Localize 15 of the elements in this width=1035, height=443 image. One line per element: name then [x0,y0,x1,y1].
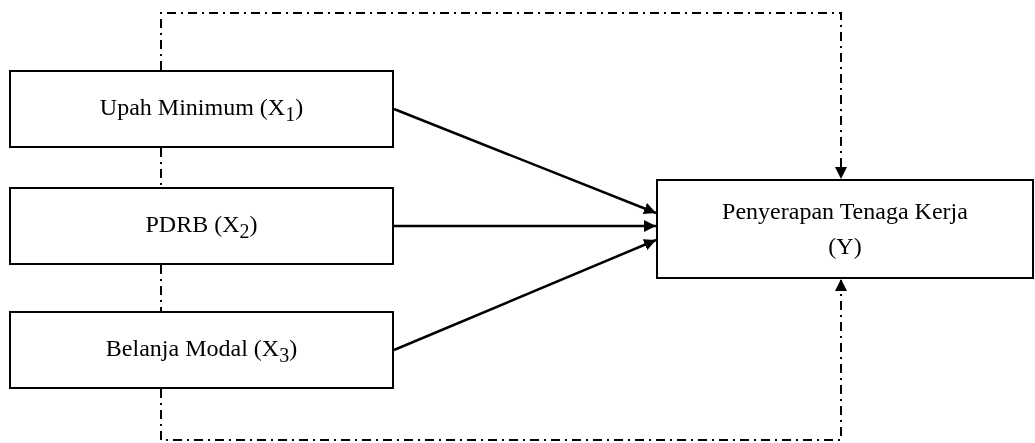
variable-box [9,311,394,389]
variable-label: PDRB (X$_{2}$) [145,209,258,244]
variable-label: Penyerapan Tenaga Kerja (Y) [721,197,969,261]
arrow [394,220,656,232]
variable-label: Belanja Modal (X$_{3}$) [105,333,298,368]
arrow [393,107,657,215]
arrow [160,278,847,441]
variable-box [9,70,394,148]
variable-box [656,179,1034,279]
connector-line [160,147,162,188]
variable-label: Upah Minimum (X$_{1}$) [99,92,304,127]
variable-box [9,187,394,265]
arrow [160,12,847,180]
connector-line [160,264,162,312]
arrow [393,238,657,352]
